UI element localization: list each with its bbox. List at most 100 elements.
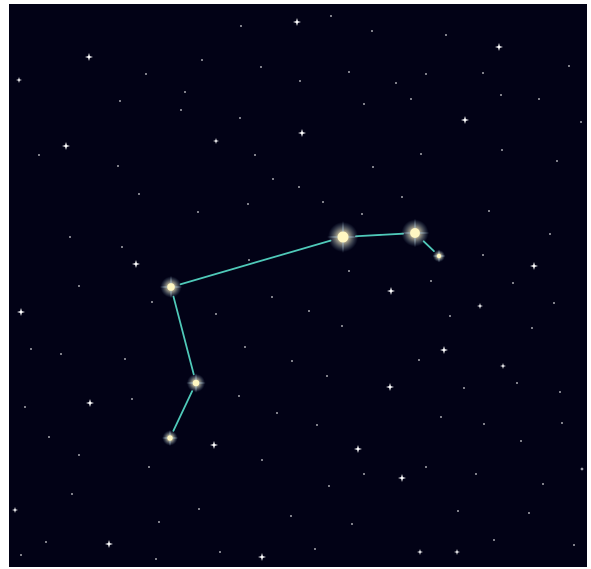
background-dot-star — [500, 94, 502, 96]
background-dot-star — [78, 454, 80, 456]
background-dot-star — [463, 387, 465, 389]
background-dot-star — [488, 210, 490, 212]
background-dot-star — [30, 348, 32, 350]
background-dot-star — [328, 485, 330, 487]
background-dot-star — [271, 296, 273, 298]
background-dot-star — [430, 280, 432, 282]
background-dot-star — [556, 160, 558, 162]
background-dot-star — [239, 117, 241, 119]
background-dot-star — [401, 196, 403, 198]
background-dot-star — [363, 103, 365, 105]
background-dot-star — [240, 25, 242, 27]
background-dot-star — [493, 539, 495, 541]
background-dot-star — [501, 149, 503, 151]
background-dot-star — [559, 391, 561, 393]
background-dot-star — [410, 98, 412, 100]
background-dot-star — [60, 353, 62, 355]
background-dot-star — [151, 301, 153, 303]
background-dot-star — [520, 440, 522, 442]
background-dot-star — [254, 154, 256, 156]
background-dot-star — [418, 359, 420, 361]
background-dot-star — [261, 459, 263, 461]
background-dot-star — [121, 246, 123, 248]
night-sky-canvas — [9, 4, 587, 567]
background-dot-star — [361, 213, 363, 215]
background-dot-star — [449, 315, 451, 317]
background-dot-star — [395, 82, 397, 84]
background-dot-star — [71, 493, 73, 495]
background-dot-star — [351, 523, 353, 525]
background-dot-star — [516, 382, 518, 384]
background-dot-star — [119, 100, 121, 102]
background-dot-star — [45, 541, 47, 543]
background-dot-star — [371, 30, 373, 32]
sky-background — [9, 4, 587, 567]
background-dot-star — [528, 512, 530, 514]
background-dot-star — [482, 72, 484, 74]
background-dot-star — [475, 473, 477, 475]
background-dot-star — [420, 153, 422, 155]
background-dot-star — [291, 360, 293, 362]
background-dot-star — [348, 270, 350, 272]
background-dot-star — [201, 59, 203, 61]
background-dot-star — [322, 201, 324, 203]
background-dot-star — [326, 375, 328, 377]
background-dot-star — [272, 178, 274, 180]
background-dot-star — [425, 73, 427, 75]
background-dot-star — [531, 327, 533, 329]
background-dot-star — [580, 121, 582, 123]
background-dot-star — [316, 424, 318, 426]
background-dot-star — [198, 508, 200, 510]
background-dot-star — [180, 109, 182, 111]
background-dot-star — [247, 203, 249, 205]
background-dot-star — [348, 71, 350, 73]
background-dot-star — [238, 395, 240, 397]
background-dot-star — [117, 165, 119, 167]
background-dot-star — [425, 466, 427, 468]
background-dot-star — [308, 310, 310, 312]
background-dot-star — [330, 15, 332, 17]
background-dot-star — [573, 544, 575, 546]
background-dot-star — [538, 98, 540, 100]
background-dot-star — [248, 259, 250, 261]
background-dot-star — [48, 436, 50, 438]
background-dot-star — [20, 554, 22, 556]
background-dot-star — [38, 154, 40, 156]
background-dot-star — [155, 558, 157, 560]
background-dot-star — [124, 358, 126, 360]
background-dot-star — [138, 193, 140, 195]
background-dot-star — [445, 34, 447, 36]
background-dot-star — [561, 422, 563, 424]
background-dot-star — [483, 423, 485, 425]
background-dot-star — [131, 398, 133, 400]
background-dot-star — [341, 325, 343, 327]
background-dot-star — [290, 515, 292, 517]
background-dot-star — [482, 254, 484, 256]
background-dot-star — [299, 80, 301, 82]
background-dot-star — [24, 406, 26, 408]
background-dot-star — [553, 302, 555, 304]
background-dot-star — [363, 473, 365, 475]
background-dot-star — [549, 233, 551, 235]
background-dot-star — [568, 65, 570, 67]
background-dot-star — [184, 91, 186, 93]
background-dot-star — [197, 211, 199, 213]
background-dot-star — [314, 548, 316, 550]
background-dot-star — [512, 282, 514, 284]
background-dot-star — [219, 551, 221, 553]
background-dot-star — [215, 313, 217, 315]
background-dot-star — [69, 236, 71, 238]
background-dot-star — [158, 521, 160, 523]
background-dot-star — [276, 412, 278, 414]
background-dot-star — [542, 483, 544, 485]
background-dot-star — [457, 510, 459, 512]
background-dot-star — [440, 416, 442, 418]
night-sky-svg — [9, 4, 587, 567]
background-dot-star — [78, 285, 80, 287]
background-dot-star — [244, 346, 246, 348]
background-dot-star — [145, 73, 147, 75]
background-dot-star — [148, 466, 150, 468]
background-dot-star — [298, 186, 300, 188]
background-dot-star — [372, 166, 374, 168]
background-dot-star — [260, 66, 262, 68]
